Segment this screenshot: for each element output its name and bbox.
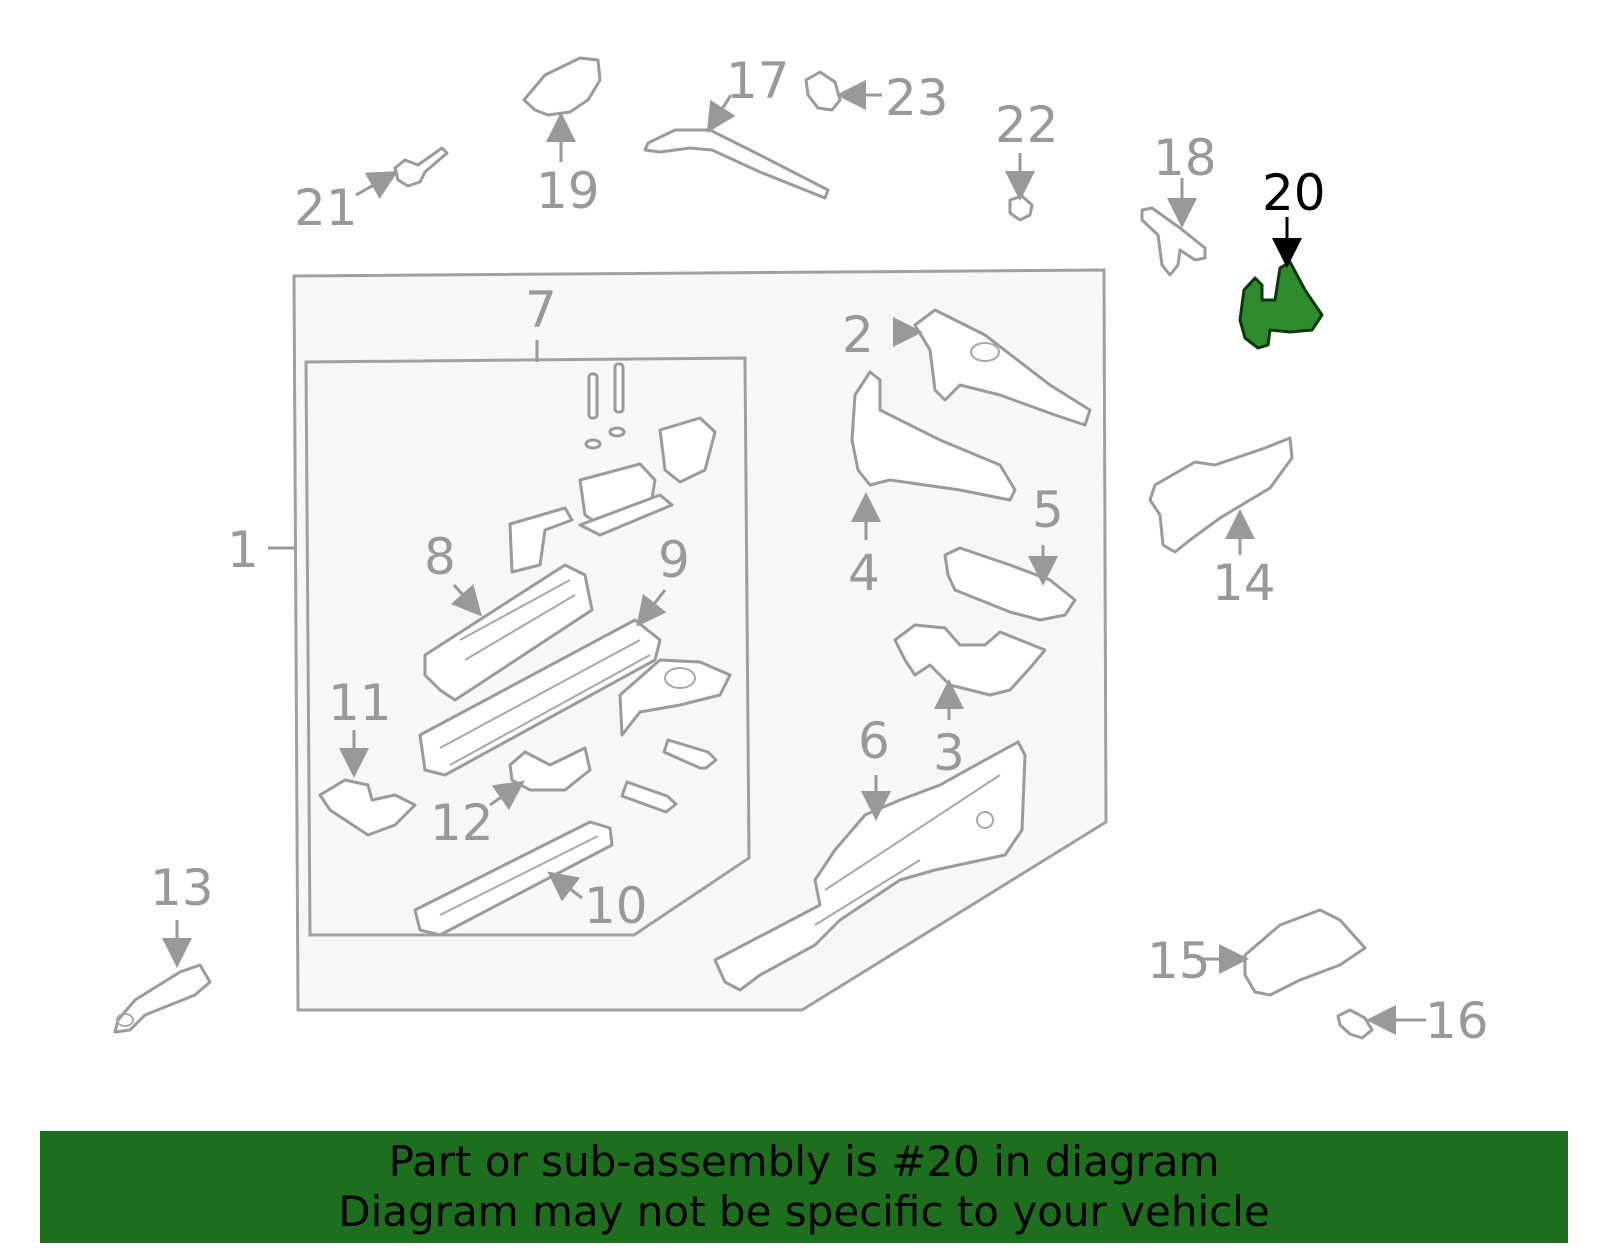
banner-line-2: Diagram may not be specific to your vehi… [338,1187,1270,1236]
callout-1: 1 [227,521,259,579]
part-9-rail [418,618,662,777]
callout-23: 23 [885,69,949,127]
callout-22: 22 [995,96,1059,154]
notice-banner: Part or sub-assembly is #20 in diagram D… [40,1131,1568,1243]
part-6-member [713,740,1027,992]
part-23-plug [804,70,842,112]
part-5-member [943,546,1077,622]
part-22-clip [1008,194,1034,222]
callout-4: 4 [848,544,880,602]
callout-15: 15 [1147,932,1211,990]
part-18-bracket [1140,206,1207,277]
callout-20: 20 [1262,164,1326,222]
part-10-rail [413,820,614,937]
callout-12: 12 [430,794,494,852]
callout-18: 18 [1153,129,1217,187]
callout-leaders [162,80,1426,1035]
callout-7: 7 [525,281,557,339]
callout-3: 3 [933,724,965,782]
part-9b-bracket [618,658,732,737]
callout-2: 2 [842,306,874,364]
callout-8: 8 [424,528,456,586]
part-7-mount-bolts [508,362,717,574]
callout-9: 9 [658,531,690,589]
part-3-member [893,623,1047,697]
part-2-member [913,308,1092,427]
part-bolts-lower [620,738,718,814]
callout-19: 19 [536,162,600,220]
callout-21: 21 [294,179,358,237]
part-21-bolt [393,146,449,188]
part-16-clip [1336,1008,1374,1040]
part-17-brace [643,128,830,200]
banner-line-1: Part or sub-assembly is #20 in diagram [388,1137,1220,1186]
callout-11: 11 [328,674,392,732]
callout-5: 5 [1032,481,1064,539]
part-13-bracket [113,963,212,1034]
callout-13: 13 [150,859,214,917]
callout-labels: 1 2 3 4 5 6 7 8 9 10 11 12 13 14 15 16 1… [150,52,1489,1050]
part-20-highlighted [1238,260,1324,350]
callout-16: 16 [1425,992,1489,1050]
part-19-bracket [522,56,602,117]
callout-10: 10 [584,877,648,935]
part-14-member [1148,436,1294,554]
callout-17: 17 [726,52,790,110]
part-8-rail [423,563,594,702]
callout-14: 14 [1212,554,1276,612]
part-11-bracket [318,778,417,837]
callout-6: 6 [858,712,890,770]
part-15-member [1243,908,1367,997]
part-4-member [850,370,1017,502]
